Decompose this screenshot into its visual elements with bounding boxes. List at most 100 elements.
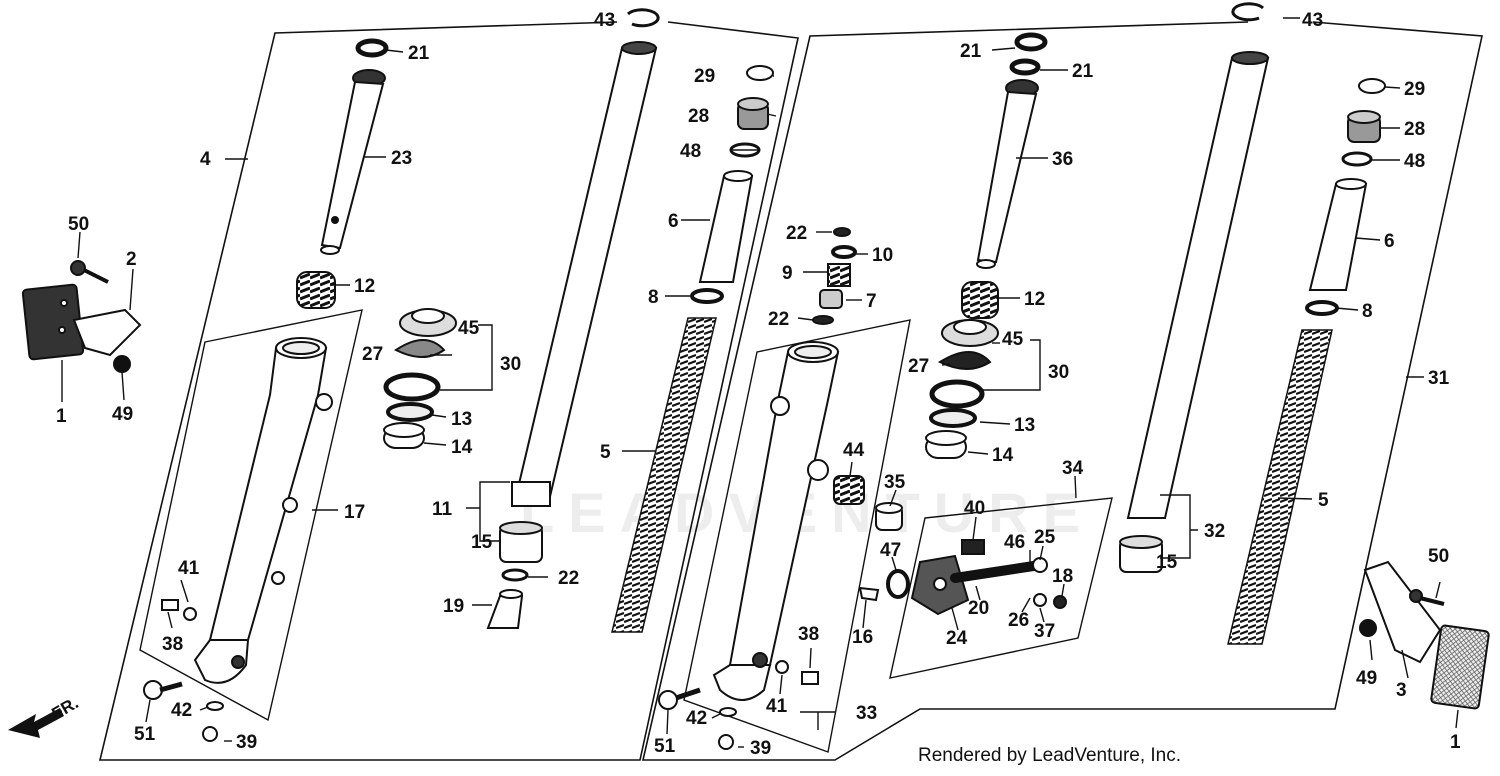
- callout-48: 48: [1404, 151, 1425, 172]
- callout-7: 7: [866, 291, 877, 312]
- callout-6: 6: [1384, 231, 1395, 252]
- callout-36: 36: [1052, 149, 1073, 170]
- callout-38: 38: [162, 634, 183, 655]
- callout-13: 13: [1014, 415, 1035, 436]
- callout-1: 1: [56, 406, 67, 427]
- front-direction-arrow-icon: FR.: [8, 693, 82, 738]
- credit-text: Rendered by LeadVenture, Inc.: [918, 745, 1182, 766]
- callout-21: 21: [1072, 61, 1094, 82]
- callout-38: 38: [798, 624, 819, 645]
- callout-26: 26: [1008, 610, 1029, 631]
- callout-15: 15: [471, 532, 493, 553]
- callout-28: 28: [688, 106, 709, 127]
- callout-13: 13: [451, 409, 472, 430]
- callout-27: 27: [908, 356, 929, 377]
- right-fork-frame: [641, 21, 1483, 761]
- left-spacer-part: [698, 170, 754, 283]
- callout-9: 9: [782, 263, 793, 284]
- callout-50: 50: [1428, 546, 1449, 567]
- right-fork-spring-part: [1227, 329, 1333, 645]
- callout-11: 11: [432, 499, 453, 520]
- left-lower-leg-subframe: [139, 309, 363, 722]
- callout-6: 6: [668, 211, 679, 232]
- callout-14: 14: [992, 445, 1014, 466]
- callout-45: 45: [1002, 329, 1024, 350]
- valve-assembly-part: [910, 539, 1067, 616]
- right-lower-fork-leg-part: [712, 341, 840, 701]
- left-fork-frame: [98, 21, 799, 761]
- callout-30: 30: [500, 354, 521, 375]
- left-reflector-bracket-parts: [21, 260, 142, 373]
- right-fork-tube-part: [1126, 51, 1270, 519]
- callout-44: 44: [843, 440, 865, 461]
- callout-10: 10: [872, 245, 893, 266]
- callout-34: 34: [1062, 458, 1084, 479]
- callout-22: 22: [558, 568, 579, 589]
- callout-42: 42: [686, 708, 707, 729]
- callout-15: 15: [1156, 552, 1178, 573]
- right-damper-rod-part: [976, 79, 1039, 269]
- rebound-spring-part: [296, 271, 336, 309]
- right-lower-leg-subframe: [683, 319, 911, 753]
- snap-ring-parts: [626, 2, 1265, 28]
- callout-51: 51: [134, 724, 156, 745]
- right-rebound-spring-part: [961, 281, 999, 319]
- callout-51: 51: [654, 736, 676, 757]
- callout-3: 3: [1396, 680, 1407, 701]
- callout-49: 49: [1356, 668, 1377, 689]
- callout-27: 27: [362, 344, 383, 365]
- callout-22: 22: [786, 223, 807, 244]
- callout-48: 48: [680, 141, 701, 162]
- left-seal-stack-parts: [383, 308, 457, 449]
- callout-22: 22: [768, 309, 789, 330]
- callout-4: 4: [200, 149, 211, 170]
- right-bolt-parts: [658, 660, 819, 750]
- callout-32: 32: [1204, 521, 1225, 542]
- callout-33: 33: [856, 703, 877, 724]
- right-reflector-bracket-parts: [1359, 560, 1490, 710]
- right-seal-stack-parts: [925, 319, 999, 459]
- callout-19: 19: [443, 596, 464, 617]
- callout-labels: 43 21 23 4 12 45 27 30 13 14 17 29 28 48…: [56, 10, 1461, 759]
- callout-46: 46: [1004, 532, 1025, 553]
- callout-45: 45: [458, 318, 480, 339]
- left-tube-bottom-parts: [486, 521, 543, 629]
- callout-14: 14: [451, 437, 473, 458]
- callout-35: 35: [884, 472, 906, 493]
- callout-30: 30: [1048, 362, 1069, 383]
- damper-rod-part: [320, 69, 386, 255]
- leader-lines: [61, 17, 1459, 748]
- callout-37: 37: [1034, 621, 1055, 642]
- callout-41: 41: [178, 558, 200, 579]
- callout-25: 25: [1034, 527, 1056, 548]
- callout-20: 20: [968, 598, 989, 619]
- right-bushings-parts: [833, 475, 903, 531]
- callout-1: 1: [1450, 732, 1461, 753]
- callout-49: 49: [112, 404, 133, 425]
- callout-47: 47: [880, 540, 901, 561]
- callout-42: 42: [171, 700, 192, 721]
- right-fork-cap-parts: [1341, 78, 1386, 167]
- callout-18: 18: [1052, 566, 1073, 587]
- callout-23: 23: [391, 148, 412, 169]
- callout-43: 43: [594, 10, 615, 31]
- callout-12: 12: [354, 276, 375, 297]
- callout-41: 41: [766, 696, 788, 717]
- left-fork-tube-part: [511, 41, 658, 507]
- callout-16: 16: [852, 627, 873, 648]
- callout-21: 21: [408, 43, 430, 64]
- right-washer-part: [1305, 300, 1339, 316]
- callout-21: 21: [960, 41, 982, 62]
- callout-29: 29: [694, 66, 715, 87]
- right-seal-rings-parts: [1009, 32, 1048, 76]
- callout-50: 50: [68, 214, 89, 235]
- valve-inlet-parts: [858, 569, 910, 602]
- callout-43: 43: [1302, 10, 1323, 31]
- callout-29: 29: [1404, 79, 1425, 100]
- callout-5: 5: [600, 442, 611, 463]
- callout-31: 31: [1428, 368, 1450, 389]
- oil-seal-ring-part: [355, 38, 389, 58]
- callout-40: 40: [964, 498, 985, 519]
- left-washer-part: [690, 288, 724, 304]
